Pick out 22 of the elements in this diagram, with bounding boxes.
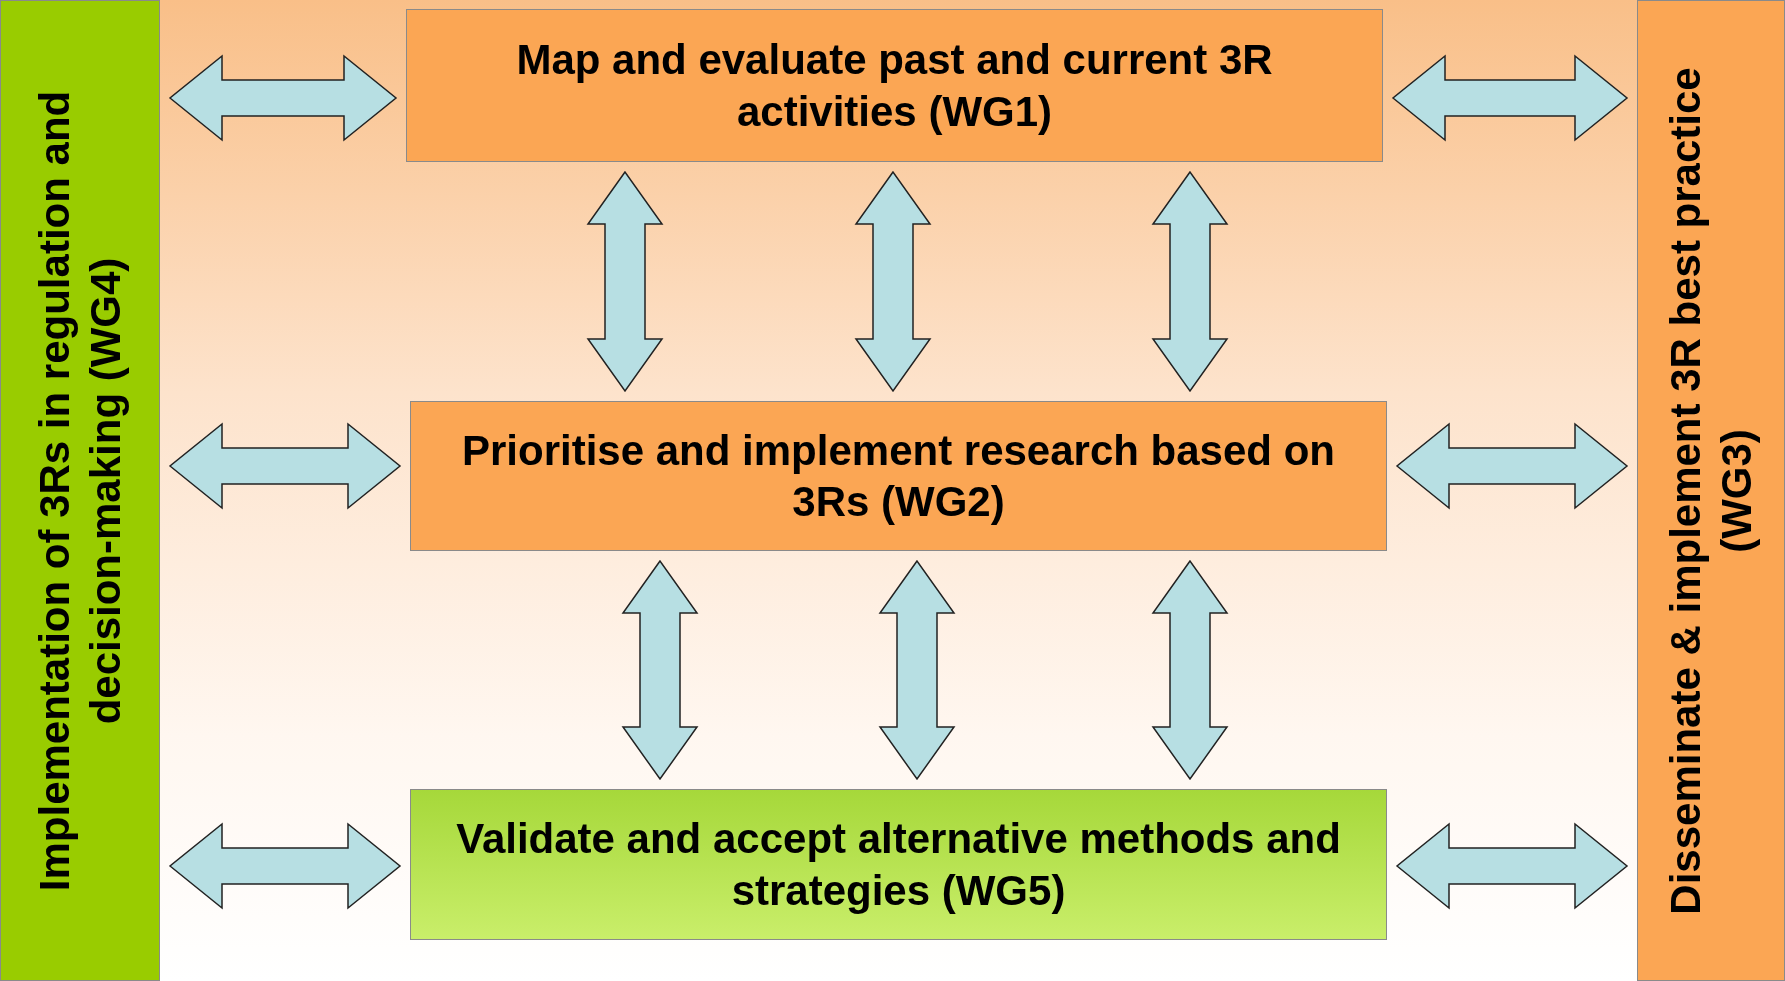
double-arrow — [1151, 170, 1229, 393]
side-bar — [0, 0, 160, 981]
box-label: Prioritise and implement research based on 3Rs (WG2) — [461, 425, 1336, 527]
process-box — [410, 789, 1387, 940]
double-arrow — [1151, 559, 1229, 781]
box-label: Disseminate & implement 3R best practice (WG3) — [1660, 65, 1761, 917]
box-label: Map and evaluate past and current 3R activities (WG1) — [515, 35, 1274, 137]
double-arrow — [878, 559, 956, 781]
double-arrow — [586, 170, 664, 393]
double-arrow — [1391, 54, 1629, 142]
double-arrow — [168, 422, 402, 510]
process-box — [410, 401, 1387, 551]
double-arrow — [621, 559, 699, 781]
box-label: Implementation of 3Rs in regulation and decision-making (WG4) — [29, 89, 130, 893]
double-arrow — [1395, 822, 1629, 910]
double-arrow — [1395, 422, 1629, 510]
double-arrow — [168, 54, 398, 142]
process-box — [406, 9, 1383, 162]
side-bar — [1637, 0, 1785, 981]
double-arrow — [168, 822, 402, 910]
double-arrow — [854, 170, 932, 393]
box-label: Validate and accept alternative methods and strategies (WG5) — [455, 814, 1342, 916]
